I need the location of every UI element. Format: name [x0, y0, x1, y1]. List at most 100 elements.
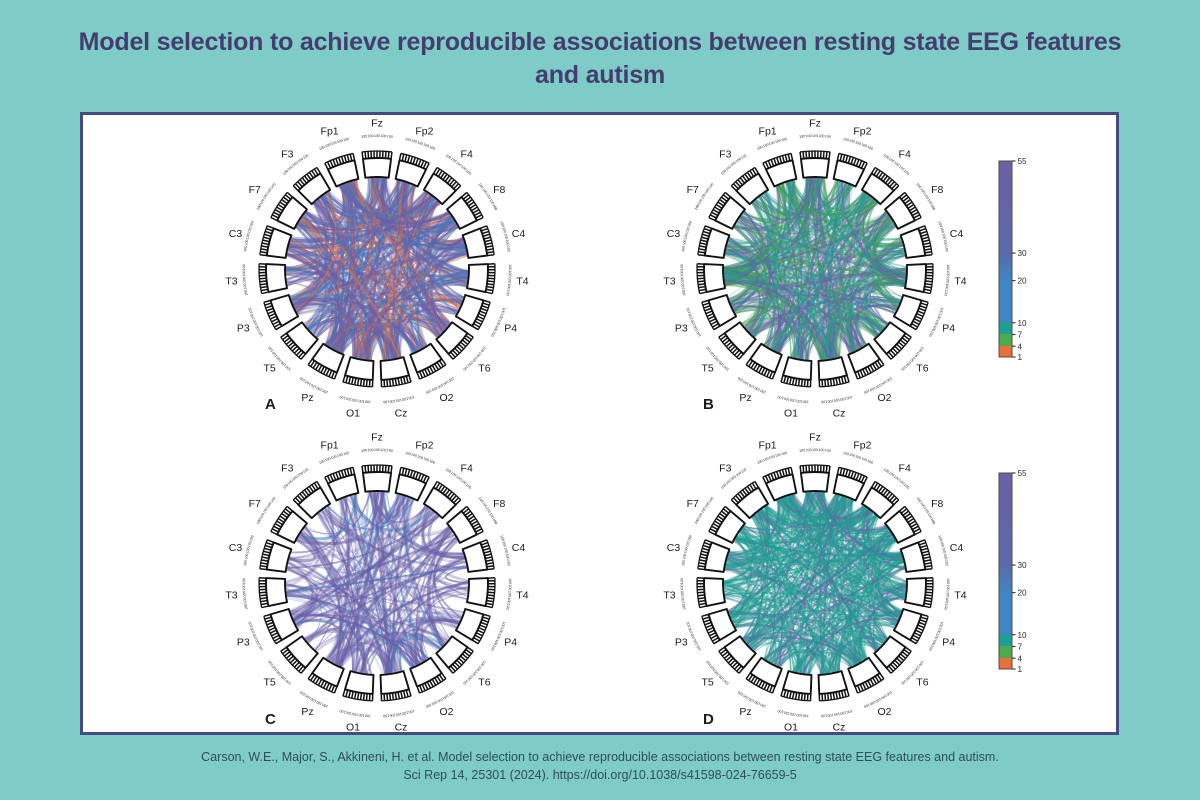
svg-text:P3: P3	[237, 322, 250, 334]
svg-text:100: 100	[322, 389, 329, 395]
svg-text:T4: T4	[516, 590, 528, 602]
svg-text:100: 100	[499, 221, 505, 228]
svg-text:T4: T4	[954, 590, 966, 602]
panel-d-letter: D	[703, 711, 714, 728]
svg-text:Fz: Fz	[371, 432, 383, 444]
svg-text:100: 100	[740, 153, 747, 160]
svg-text:F4: F4	[899, 462, 911, 474]
svg-text:100: 100	[505, 239, 510, 246]
svg-text:100: 100	[842, 451, 849, 456]
svg-text:C3: C3	[667, 228, 681, 240]
svg-text:100: 100	[783, 396, 790, 401]
svg-text:100: 100	[730, 161, 737, 168]
svg-text:100: 100	[408, 709, 415, 714]
svg-text:100: 100	[367, 134, 373, 138]
svg-text:100: 100	[821, 399, 827, 403]
svg-text:55: 55	[1018, 157, 1028, 166]
svg-text:C3: C3	[229, 542, 243, 554]
svg-text:100: 100	[259, 198, 265, 205]
svg-text:100: 100	[310, 697, 317, 703]
svg-text:100: 100	[915, 496, 922, 503]
svg-text:100: 100	[944, 283, 949, 289]
svg-text:T5: T5	[701, 676, 713, 688]
svg-text:100: 100	[380, 448, 386, 452]
svg-text:100: 100	[423, 142, 430, 148]
svg-text:P3: P3	[675, 322, 688, 334]
svg-text:100: 100	[919, 501, 926, 508]
svg-text:100: 100	[358, 713, 364, 718]
svg-text:100: 100	[931, 639, 937, 646]
svg-text:100: 100	[869, 700, 876, 706]
svg-text:Fz: Fz	[371, 118, 383, 130]
svg-text:T6: T6	[916, 676, 928, 688]
svg-text:100: 100	[799, 448, 805, 453]
svg-text:100: 100	[680, 271, 684, 277]
svg-text:100: 100	[285, 365, 292, 372]
svg-text:100: 100	[506, 597, 511, 603]
svg-text:100: 100	[880, 380, 887, 387]
svg-text:Fp1: Fp1	[321, 126, 339, 138]
svg-text:100: 100	[694, 518, 700, 525]
svg-text:100: 100	[242, 578, 246, 584]
svg-text:100: 100	[762, 142, 769, 148]
svg-text:100: 100	[796, 399, 802, 404]
svg-text:O2: O2	[877, 392, 891, 404]
svg-text:Fp1: Fp1	[321, 440, 339, 452]
svg-text:100: 100	[936, 313, 942, 320]
svg-text:100: 100	[477, 496, 484, 503]
svg-text:100: 100	[282, 169, 289, 176]
svg-text:F8: F8	[931, 498, 943, 510]
svg-text:100: 100	[266, 501, 273, 508]
svg-text:100: 100	[480, 660, 487, 667]
svg-text:100: 100	[760, 703, 767, 709]
svg-text:Fz: Fz	[809, 118, 821, 130]
svg-text:100: 100	[411, 139, 418, 145]
svg-text:100: 100	[903, 483, 910, 490]
svg-text:C4: C4	[950, 228, 964, 240]
svg-text:Fz: Fz	[809, 432, 821, 444]
svg-text:100: 100	[937, 535, 943, 542]
svg-text:O2: O2	[877, 706, 891, 718]
svg-text:100: 100	[505, 603, 510, 610]
svg-text:100: 100	[821, 713, 827, 717]
svg-text:100: 100	[285, 679, 292, 686]
svg-text:100: 100	[268, 346, 275, 353]
svg-text:F8: F8	[931, 184, 943, 196]
svg-text:100: 100	[939, 227, 945, 234]
svg-text:100: 100	[404, 137, 411, 142]
svg-text:C4: C4	[512, 228, 526, 240]
svg-text:100: 100	[944, 597, 949, 603]
svg-text:100: 100	[244, 603, 249, 610]
svg-text:100: 100	[244, 553, 249, 560]
svg-text:100: 100	[402, 710, 409, 715]
svg-text:100: 100	[735, 471, 742, 478]
svg-text:100: 100	[748, 697, 755, 703]
svg-text:100: 100	[760, 389, 767, 395]
svg-text:T3: T3	[663, 276, 675, 288]
svg-text:100: 100	[389, 713, 395, 718]
svg-text:30: 30	[1018, 561, 1028, 570]
svg-text:100: 100	[818, 134, 824, 138]
svg-text:100: 100	[888, 471, 895, 478]
svg-text:100: 100	[730, 475, 737, 482]
svg-text:100: 100	[460, 479, 467, 486]
svg-text:100: 100	[485, 507, 492, 514]
svg-text:100: 100	[249, 535, 255, 542]
svg-text:100: 100	[485, 193, 492, 200]
svg-text:100: 100	[918, 346, 925, 353]
svg-text:100: 100	[718, 360, 725, 367]
svg-text:100: 100	[242, 585, 246, 591]
svg-text:P4: P4	[504, 322, 517, 334]
svg-text:T3: T3	[225, 276, 237, 288]
svg-text:F3: F3	[281, 148, 293, 160]
svg-text:Fp2: Fp2	[415, 440, 433, 452]
svg-text:100: 100	[361, 448, 367, 453]
svg-text:100: 100	[445, 467, 452, 474]
svg-text:100: 100	[893, 161, 900, 168]
svg-text:100: 100	[849, 139, 856, 145]
svg-text:100: 100	[448, 690, 455, 697]
svg-text:100: 100	[855, 140, 862, 146]
svg-text:100: 100	[336, 453, 343, 459]
